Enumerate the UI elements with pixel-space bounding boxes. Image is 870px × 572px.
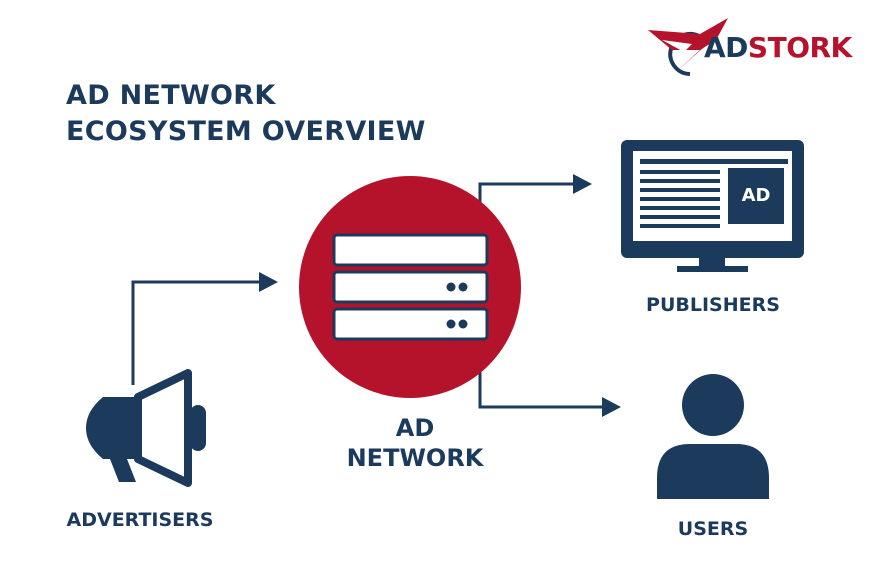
- arrow-advertisers-to-network: [131, 272, 278, 385]
- server-unit: [332, 307, 489, 341]
- server-unit: [332, 233, 489, 267]
- brand-logo-text: ADSTORK: [704, 34, 852, 62]
- logo-prefix: AD: [704, 31, 748, 64]
- title-line-1: AD NETWORK: [66, 80, 276, 111]
- server-unit: [332, 270, 489, 304]
- screen-ad-badge: AD: [741, 185, 771, 206]
- arrow-network-to-users: [478, 370, 621, 417]
- title-line-2: ECOSYSTEM OVERVIEW: [66, 116, 426, 147]
- ad-network-label-line-1: AD: [395, 414, 435, 442]
- arrow-network-to-publishers: [478, 174, 592, 205]
- publishers-label: PUBLISHERS: [646, 294, 780, 316]
- users-label: USERS: [677, 518, 749, 540]
- advertisers-label: ADVERTISERS: [66, 509, 214, 531]
- logo-suffix: STORK: [747, 31, 852, 64]
- ad-network-label-line-2: NETWORK: [346, 444, 484, 472]
